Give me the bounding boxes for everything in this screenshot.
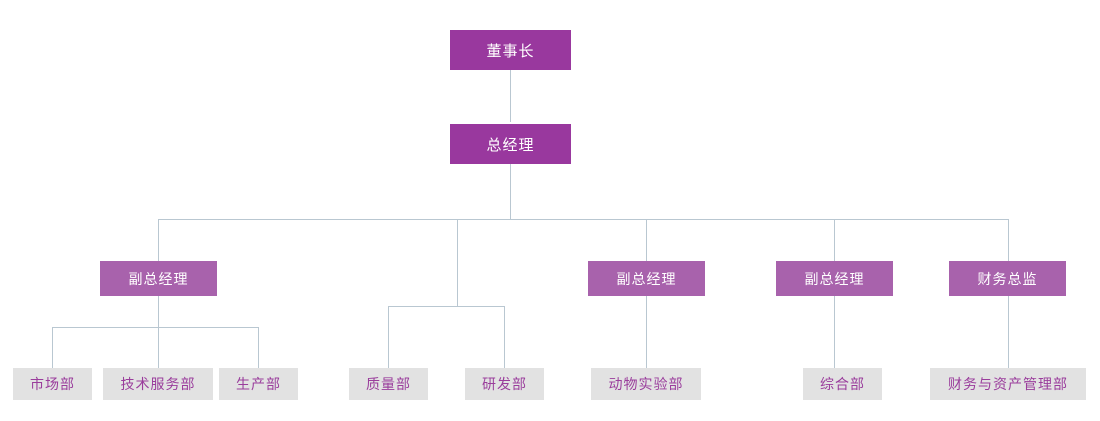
connector-branch2-to-quality xyxy=(388,306,389,368)
node-dept-production-label: 生产部 xyxy=(236,376,281,392)
node-chairman[interactable]: 董事长 xyxy=(450,30,571,70)
node-dept-rd-label: 研发部 xyxy=(482,376,527,392)
connector-deputy1-to-production xyxy=(258,327,259,368)
connector-gm-down xyxy=(510,164,511,219)
connector-bus-to-deputy1 xyxy=(158,219,159,261)
node-deputy-general-manager-3-label: 副总经理 xyxy=(804,270,865,287)
node-chairman-label: 董事长 xyxy=(486,42,535,60)
connector-deputy1-down xyxy=(158,296,159,327)
node-dept-animal-lab[interactable]: 动物实验部 xyxy=(591,368,701,400)
node-deputy-general-manager-1-label: 副总经理 xyxy=(128,270,189,287)
connector-level3-bus xyxy=(158,219,1009,220)
node-dept-quality-label: 质量部 xyxy=(366,376,411,392)
node-dept-quality[interactable]: 质量部 xyxy=(349,368,428,400)
connector-deputy1-to-marketing xyxy=(52,327,53,368)
node-dept-production[interactable]: 生产部 xyxy=(219,368,298,400)
connector-branch2-bus xyxy=(388,306,504,307)
node-dept-marketing-label: 市场部 xyxy=(30,376,75,392)
connector-chairman-to-gm xyxy=(510,70,511,122)
connector-bus-to-deputy4 xyxy=(834,219,835,261)
node-dept-marketing[interactable]: 市场部 xyxy=(13,368,92,400)
connector-deputy4-to-general-affairs xyxy=(834,296,835,368)
connector-deputy1-bus xyxy=(52,327,259,328)
connector-bus-to-cfo xyxy=(1008,219,1009,261)
connector-bus-to-deputy3 xyxy=(646,219,647,261)
node-deputy-general-manager-1[interactable]: 副总经理 xyxy=(100,261,217,296)
node-dept-tech-service[interactable]: 技术服务部 xyxy=(103,368,213,400)
node-deputy-general-manager-3[interactable]: 副总经理 xyxy=(776,261,893,296)
node-deputy-general-manager-2[interactable]: 副总经理 xyxy=(588,261,705,296)
node-cfo-label: 财务总监 xyxy=(977,270,1038,287)
node-dept-rd[interactable]: 研发部 xyxy=(465,368,544,400)
node-dept-general-affairs[interactable]: 综合部 xyxy=(803,368,882,400)
connector-deputy3-to-animal-lab xyxy=(646,296,647,368)
connector-deputy1-to-tech-service xyxy=(158,327,159,368)
connector-cfo-to-finance-asset xyxy=(1008,296,1009,368)
node-cfo[interactable]: 财务总监 xyxy=(949,261,1066,296)
node-general-manager-label: 总经理 xyxy=(486,136,535,154)
node-general-manager[interactable]: 总经理 xyxy=(450,124,571,164)
connector-branch2-to-rd xyxy=(504,306,505,368)
node-dept-animal-lab-label: 动物实验部 xyxy=(608,376,684,392)
node-dept-finance-asset-label: 财务与资产管理部 xyxy=(948,376,1068,392)
node-deputy-general-manager-2-label: 副总经理 xyxy=(616,270,677,287)
connector-bus-to-branch2 xyxy=(457,219,458,306)
node-dept-finance-asset[interactable]: 财务与资产管理部 xyxy=(930,368,1086,400)
node-dept-general-affairs-label: 综合部 xyxy=(820,376,865,392)
node-dept-tech-service-label: 技术服务部 xyxy=(120,376,196,392)
